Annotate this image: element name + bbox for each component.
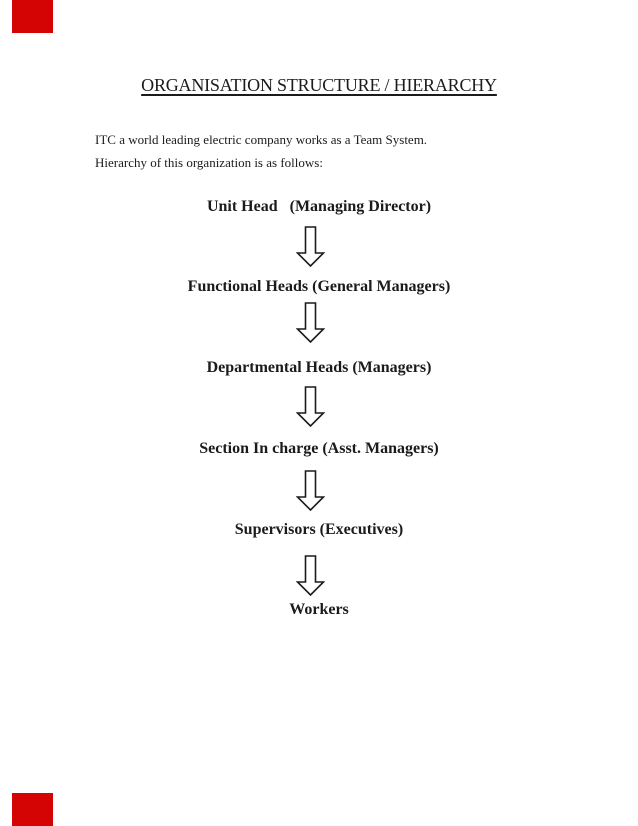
intro-line-2: Hierarchy of this organization is as fol… bbox=[95, 155, 323, 170]
hierarchy-level-section-in-charge: Section In charge (Asst. Managers) bbox=[199, 440, 439, 457]
down-arrow-icon bbox=[296, 386, 325, 427]
hierarchy-level-functional-heads: Functional Heads (General Managers) bbox=[187, 278, 451, 295]
down-arrow-icon bbox=[296, 226, 325, 267]
hierarchy-level-unit-head: Unit Head (Managing Director) bbox=[206, 198, 432, 215]
intro-line-1: ITC a world leading electric company wor… bbox=[95, 132, 428, 147]
hierarchy-level-departmental-heads: Departmental Heads (Managers) bbox=[206, 359, 432, 376]
red-corner-mark-bottom bbox=[12, 793, 53, 826]
red-corner-mark-top bbox=[12, 0, 53, 33]
down-arrow-icon bbox=[296, 302, 325, 343]
hierarchy-level-supervisors: Supervisors (Executives) bbox=[234, 521, 404, 538]
hierarchy-level-workers: Workers bbox=[289, 601, 349, 618]
down-arrow-icon bbox=[296, 555, 325, 596]
page-title: ORGANISATION STRUCTURE / HIERARCHY bbox=[141, 75, 497, 95]
down-arrow-icon bbox=[296, 470, 325, 511]
